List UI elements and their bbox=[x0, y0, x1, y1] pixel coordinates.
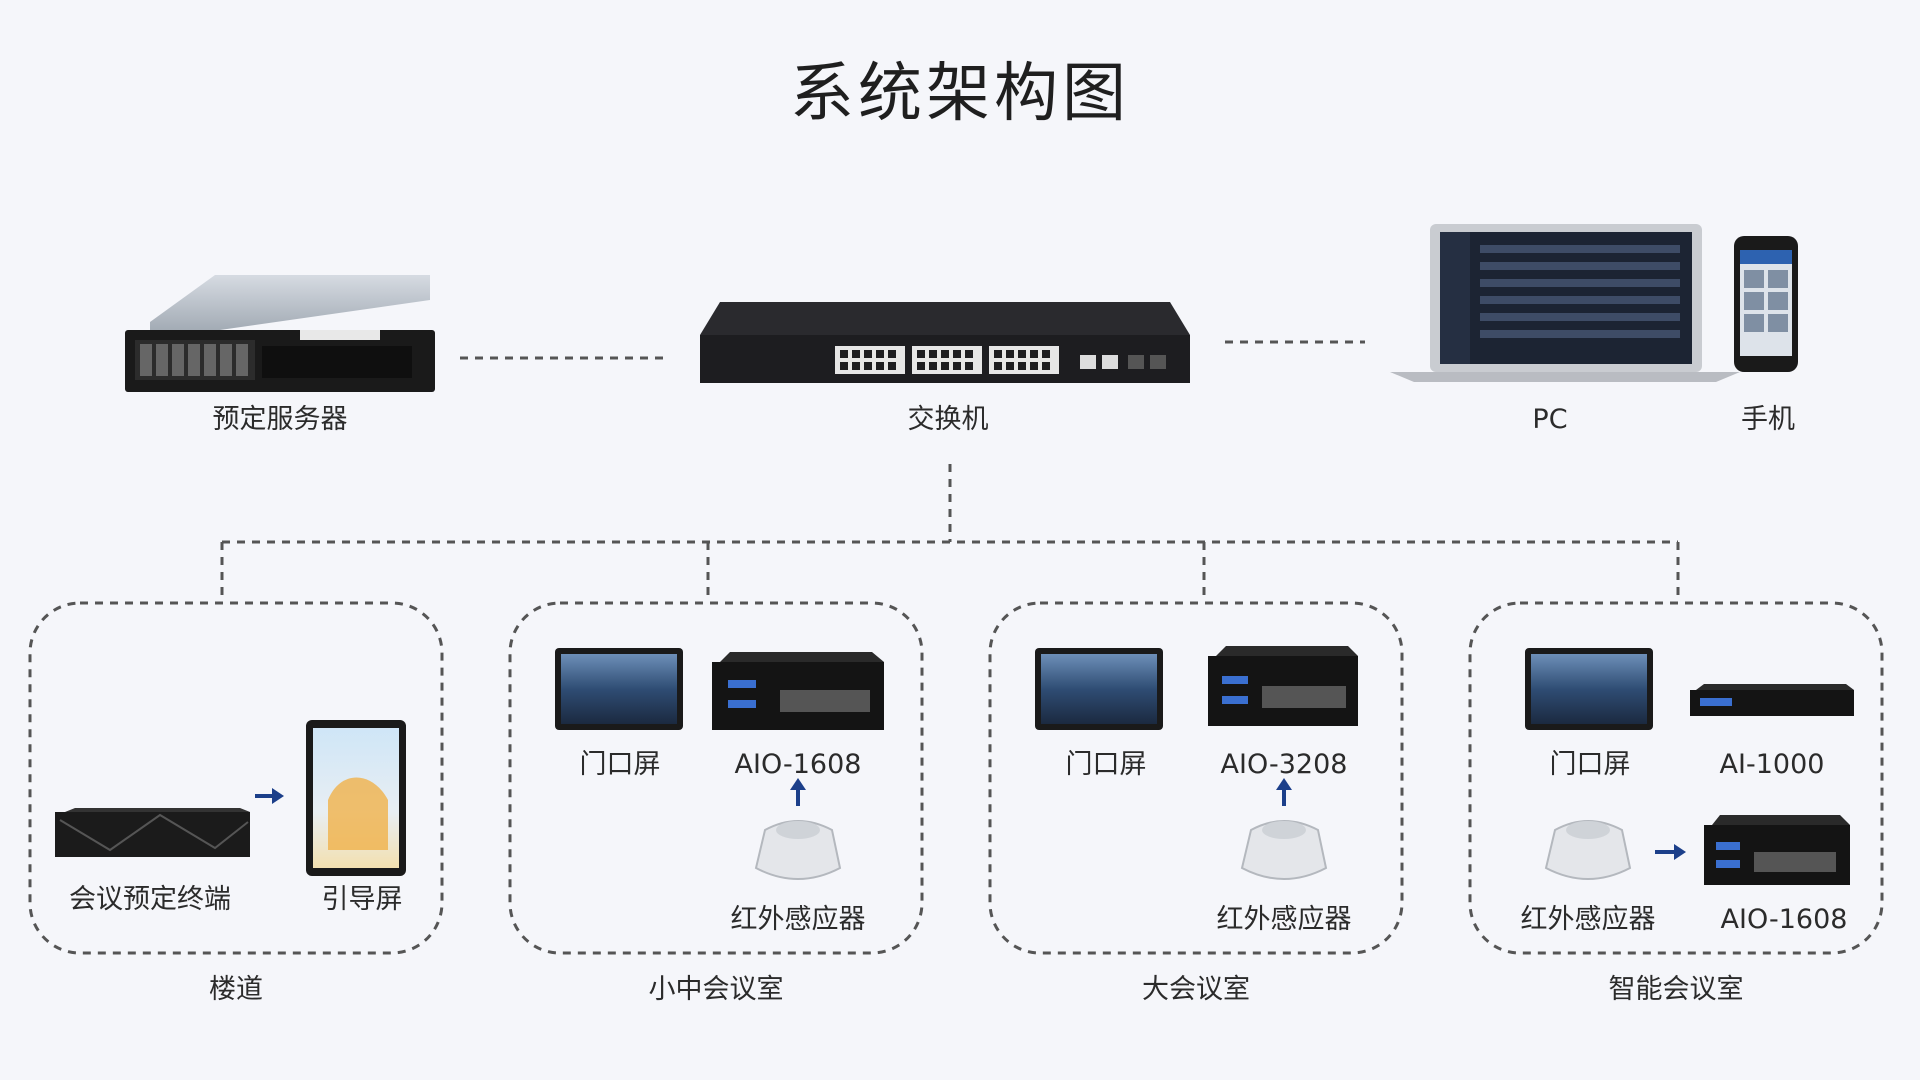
ir-sensor-icon bbox=[754, 820, 842, 880]
group-label-large-room: 大会议室 bbox=[1142, 974, 1250, 1005]
group-label-corridor: 楼道 bbox=[209, 974, 263, 1005]
group-label-small-room: 小中会议室 bbox=[649, 974, 784, 1005]
booking-terminal-icon bbox=[55, 808, 250, 857]
door-screen-label: 门口屏 bbox=[580, 749, 661, 780]
ir-sensor-label: 红外感应器 bbox=[731, 904, 866, 935]
server-icon bbox=[125, 275, 435, 392]
group-box-corridor bbox=[28, 601, 444, 955]
group-box-large-room bbox=[988, 601, 1404, 955]
ai-unit-label: AI-1000 bbox=[1720, 749, 1825, 780]
arrow-up-icon bbox=[790, 778, 806, 806]
aio-controller-icon bbox=[1704, 815, 1850, 885]
door-screen-icon bbox=[1525, 648, 1653, 730]
server-label: 预定服务器 bbox=[213, 404, 348, 435]
phone-icon bbox=[1734, 236, 1798, 372]
ai-unit-icon bbox=[1690, 684, 1854, 716]
switch-label: 交换机 bbox=[908, 404, 989, 435]
door-screen-icon bbox=[1035, 648, 1163, 730]
door-screen-icon bbox=[555, 648, 683, 730]
diagram-title: 系统架构图 bbox=[790, 57, 1130, 131]
group-label-smart-room: 智能会议室 bbox=[1609, 974, 1744, 1005]
door-screen-label: 门口屏 bbox=[1066, 749, 1147, 780]
aio-controller-label: AIO-3208 bbox=[1221, 749, 1348, 780]
aio-controller-label: AIO-1608 bbox=[735, 749, 862, 780]
door-screen-label: 门口屏 bbox=[1550, 749, 1631, 780]
aio-controller-icon bbox=[1208, 646, 1358, 726]
laptop-icon bbox=[1390, 224, 1740, 382]
group-box-small-room bbox=[508, 601, 924, 955]
group-box-smart-room bbox=[1468, 601, 1884, 955]
pc-label: PC bbox=[1532, 404, 1567, 435]
booking-terminal-label: 会议预定终端 bbox=[69, 884, 231, 915]
ir-sensor-label: 红外感应器 bbox=[1217, 904, 1352, 935]
ir-sensor-label: 红外感应器 bbox=[1521, 904, 1656, 935]
arrow-right-icon bbox=[255, 788, 284, 804]
arrow-right-icon bbox=[1655, 844, 1686, 860]
ir-sensor-icon bbox=[1240, 820, 1328, 880]
guide-screen-label: 引导屏 bbox=[322, 884, 403, 915]
ir-sensor-icon bbox=[1544, 820, 1632, 880]
aio-controller-label: AIO-1608 bbox=[1721, 904, 1848, 935]
guide-screen-icon bbox=[306, 720, 406, 876]
phone-label: 手机 bbox=[1741, 404, 1795, 435]
arrow-up-icon bbox=[1276, 778, 1292, 806]
aio-controller-icon bbox=[712, 652, 884, 730]
switch-icon bbox=[700, 302, 1190, 383]
